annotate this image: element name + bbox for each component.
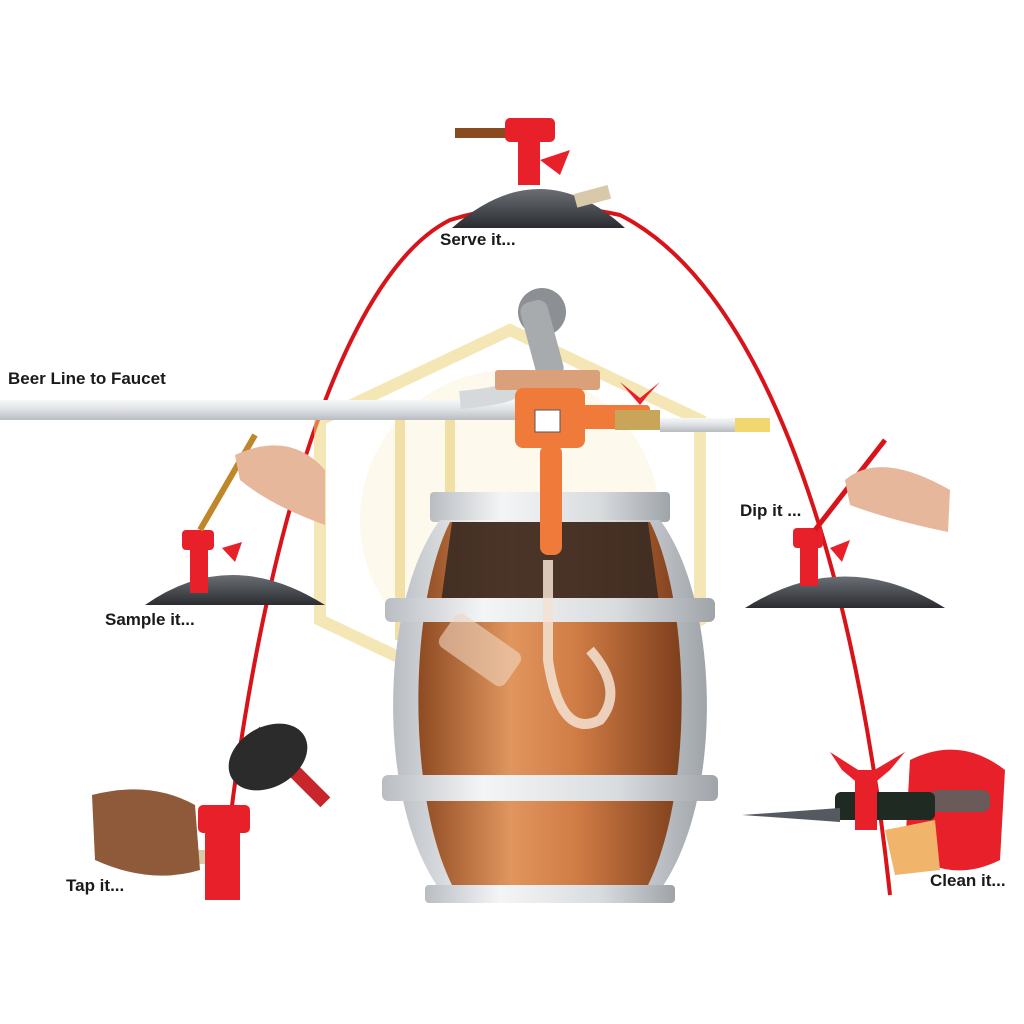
tap-mallet <box>228 723 331 808</box>
serve-label: Serve it... <box>440 230 516 249</box>
clean-label: Clean it... <box>930 871 1006 890</box>
tap-coupler <box>92 789 250 900</box>
tap-label: Tap it... <box>66 876 125 895</box>
clean-tools <box>742 749 1005 875</box>
dip-keg <box>745 438 950 608</box>
sample-keg <box>145 433 325 605</box>
dip-label: Dip it ... <box>740 501 802 520</box>
beer-line-label: Beer Line to Faucet <box>8 369 166 388</box>
keg-tap-main <box>495 288 660 555</box>
sample-label: Sample it... <box>105 610 195 629</box>
beer-barrel <box>382 492 718 903</box>
beer-line-hose <box>0 400 520 420</box>
gas-line-tip <box>735 418 770 432</box>
serve-keg <box>452 118 625 228</box>
